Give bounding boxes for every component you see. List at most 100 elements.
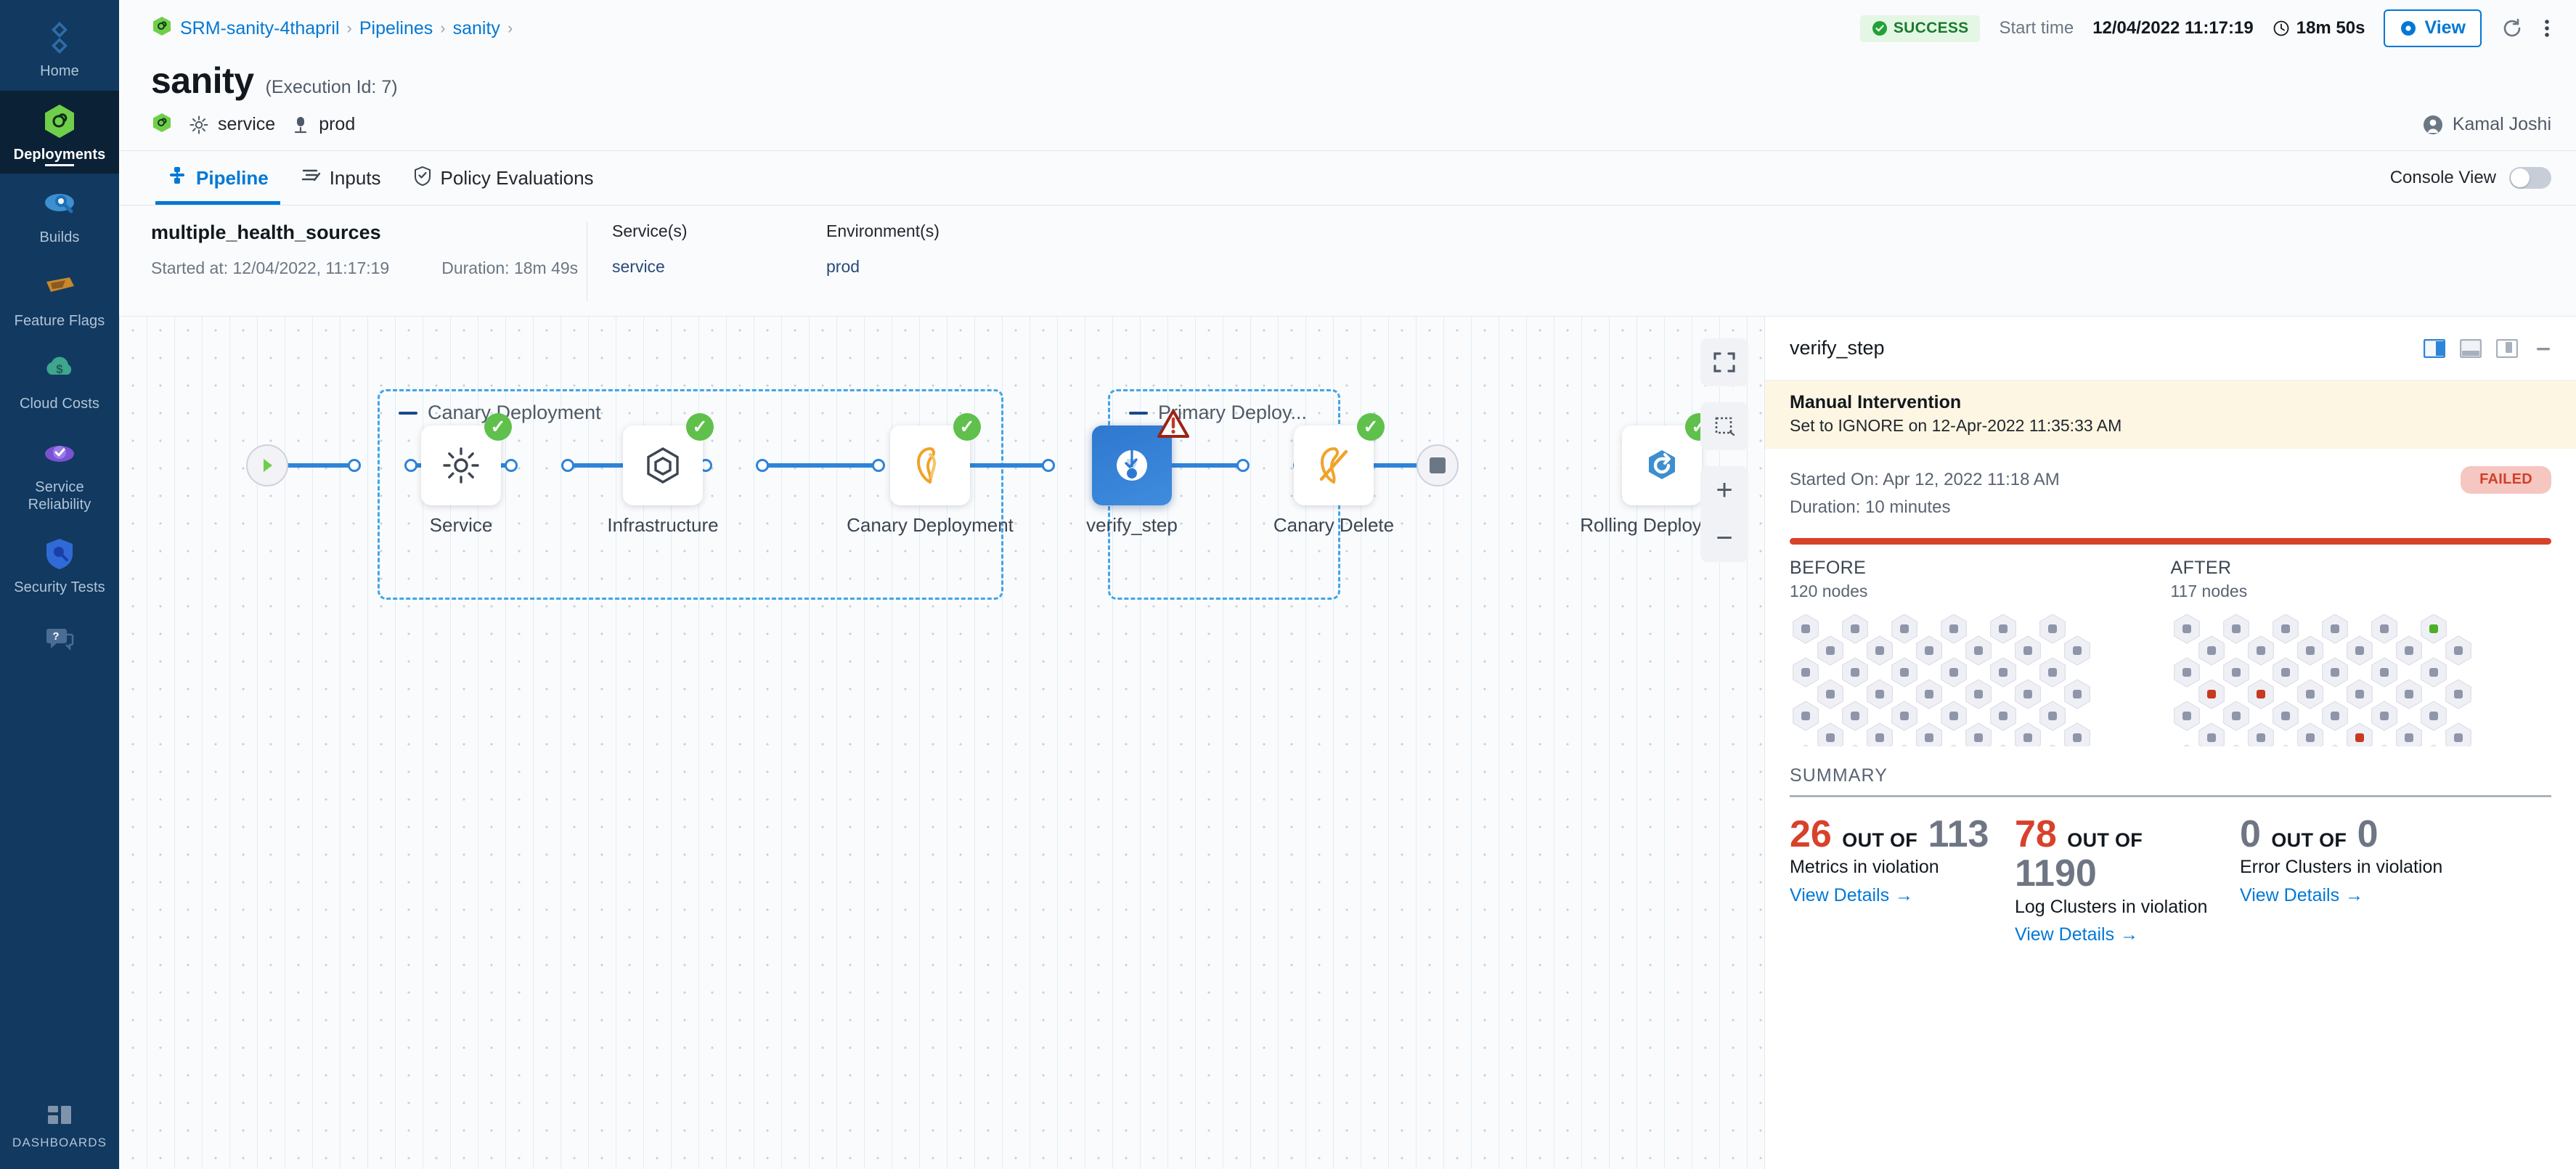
group-label[interactable]: Primary Deploy... bbox=[1129, 402, 1307, 424]
execution-summary-strip: multiple_health_sources Started at: 12/0… bbox=[119, 205, 2576, 316]
user-name: Kamal Joshi bbox=[2452, 114, 2551, 134]
tab-label: Pipeline bbox=[196, 166, 269, 189]
refresh-icon[interactable] bbox=[2500, 17, 2524, 40]
sidebar-item-cloud-costs[interactable]: $ Cloud Costs bbox=[0, 340, 119, 423]
collapse-icon[interactable] bbox=[399, 411, 417, 415]
env-chip[interactable]: prod bbox=[291, 114, 355, 135]
stat-error-clusters: 0 OUT OF 0 Error Clusters in violation V… bbox=[2240, 814, 2458, 946]
stage-duration: Duration: 18m 49s bbox=[441, 258, 579, 277]
selection-box-icon[interactable] bbox=[1700, 402, 1748, 450]
more-vertical-icon[interactable] bbox=[2543, 17, 2551, 40]
breadcrumb-item-pipelines[interactable]: Pipelines bbox=[359, 17, 433, 38]
status-success-icon: ✓ bbox=[484, 413, 512, 441]
view-details-label: View Details bbox=[2015, 924, 2115, 945]
edge-verify-delete bbox=[935, 463, 1048, 468]
environments-header: Environment(s) bbox=[826, 221, 939, 240]
sidebar-item-label: Cloud Costs bbox=[19, 396, 100, 412]
sidebar-item-security-tests[interactable]: Security Tests bbox=[0, 524, 119, 607]
arrow-right-icon: → bbox=[2120, 924, 2139, 945]
node-box[interactable] bbox=[890, 425, 970, 505]
sidebar-item-home[interactable]: Home bbox=[0, 7, 119, 91]
view-details-link-error-clusters[interactable]: View Details → bbox=[2240, 885, 2363, 906]
breadcrumb: SRM-sanity-4thapril › Pipelines › sanity… bbox=[151, 15, 513, 42]
node-label: Canary Delete bbox=[1273, 514, 1395, 536]
panel-bottom-icon[interactable] bbox=[2459, 338, 2482, 358]
stat-value: 78 bbox=[2015, 812, 2057, 855]
group-label-text: Primary Deploy... bbox=[1158, 402, 1308, 423]
fit-to-screen-icon[interactable] bbox=[1700, 338, 1748, 386]
console-view-toggle[interactable]: Console View bbox=[2390, 151, 2576, 205]
stat-value: 26 bbox=[1790, 812, 1832, 855]
panel-layout-actions bbox=[2423, 338, 2554, 358]
sidebar-item-feature-flags[interactable]: Feature Flags bbox=[0, 257, 119, 341]
stage-summary: multiple_health_sources Started at: 12/0… bbox=[151, 221, 587, 278]
sidebar-item-label: Service Reliability bbox=[28, 478, 91, 513]
user-info[interactable]: Kamal Joshi bbox=[2422, 114, 2551, 136]
sidebar-item-dashboards[interactable]: DASHBOARDS bbox=[0, 1088, 119, 1169]
check-circle-icon bbox=[1872, 20, 1887, 36]
panel-float-icon[interactable] bbox=[2495, 338, 2519, 358]
console-view-switch[interactable] bbox=[2509, 167, 2551, 189]
status-success-icon: ✓ bbox=[953, 413, 981, 441]
group-canary-deployment[interactable]: Canary Deployment bbox=[378, 389, 1003, 600]
stat-metrics: 26 OUT OF 113 Metrics in violation View … bbox=[1790, 812, 2008, 946]
console-view-label: Console View bbox=[2389, 168, 2496, 187]
before-hex-grid[interactable] bbox=[1790, 614, 2138, 746]
connector-dot bbox=[872, 459, 885, 472]
service-reliability-icon bbox=[41, 435, 78, 473]
stage-started-at: Started at: 12/04/2022, 11:17:19 bbox=[151, 258, 390, 277]
home-grid-icon bbox=[41, 19, 78, 57]
sidebar-item-label: Security Tests bbox=[14, 579, 105, 596]
status-success-icon: ✓ bbox=[1357, 413, 1385, 441]
panel-body: Started On: Apr 12, 2022 11:18 AM Durati… bbox=[1765, 449, 2576, 1169]
tab-pipeline[interactable]: Pipeline bbox=[151, 151, 285, 205]
tab-policy-evaluations[interactable]: Policy Evaluations bbox=[397, 151, 610, 205]
manual-intervention-title: Manual Intervention bbox=[1790, 392, 1962, 412]
environment-icon bbox=[295, 116, 307, 133]
edge-delete-rolling bbox=[1105, 463, 1243, 468]
dashboards-grid-icon bbox=[41, 1100, 78, 1129]
start-time-value: 12/04/2022 11:17:19 bbox=[2092, 18, 2254, 38]
node-box[interactable] bbox=[421, 425, 501, 505]
after-hex-grid[interactable] bbox=[2171, 614, 2519, 746]
breadcrumb-row: SRM-sanity-4thapril › Pipelines › sanity… bbox=[119, 0, 2576, 57]
group-label[interactable]: Canary Deployment bbox=[399, 402, 601, 424]
node-box[interactable] bbox=[1622, 425, 1702, 505]
breadcrumb-item-sanity[interactable]: sanity bbox=[452, 17, 500, 38]
pipeline-end-node[interactable] bbox=[1417, 444, 1459, 486]
stop-icon bbox=[1430, 457, 1446, 473]
sidebar-item-builds[interactable]: Builds bbox=[0, 174, 119, 257]
sidebar-item-service-reliability[interactable]: Service Reliability bbox=[0, 423, 119, 524]
stat-log-clusters: 78 OUT OF 1190 Log Clusters in violation… bbox=[2015, 812, 2233, 946]
before-header: BEFORE bbox=[1790, 557, 1867, 578]
view-details-link-log-clusters[interactable]: View Details → bbox=[2015, 924, 2138, 945]
verify-step-icon bbox=[1117, 449, 1147, 481]
node-box[interactable] bbox=[1294, 425, 1374, 505]
tab-inputs[interactable]: Inputs bbox=[285, 151, 397, 205]
after-node-count: 117 nodes bbox=[2170, 581, 2248, 600]
manual-intervention-banner: Manual Intervention Set to IGNORE on 12-… bbox=[1765, 380, 2576, 449]
minimize-icon[interactable] bbox=[2532, 339, 2554, 358]
node-box[interactable] bbox=[1092, 425, 1172, 505]
view-details-link-metrics[interactable]: View Details → bbox=[1790, 885, 1913, 906]
failed-badge: FAILED bbox=[2461, 466, 2551, 494]
play-icon bbox=[264, 459, 272, 472]
sidebar-item-deployments[interactable]: Deployments bbox=[0, 90, 119, 174]
collapse-icon[interactable] bbox=[1129, 411, 1148, 415]
environments-value[interactable]: prod bbox=[826, 257, 860, 276]
view-button[interactable]: View bbox=[2384, 9, 2482, 47]
zoom-in-icon[interactable]: + bbox=[1716, 473, 1733, 506]
connector-dot bbox=[505, 459, 518, 472]
zoom-out-icon[interactable]: − bbox=[1716, 521, 1733, 554]
sidebar-item-help[interactable]: ? bbox=[0, 607, 119, 667]
panel-right-icon[interactable] bbox=[2423, 338, 2446, 358]
eye-icon bbox=[2401, 20, 2416, 36]
step-details-panel: verify_step bbox=[1764, 317, 2576, 1169]
pipeline-start-node[interactable] bbox=[246, 444, 288, 486]
breadcrumb-item-project[interactable]: SRM-sanity-4thapril bbox=[180, 17, 340, 38]
service-chip[interactable]: service bbox=[189, 114, 275, 135]
services-value[interactable]: service bbox=[612, 257, 665, 276]
pipeline-canvas[interactable]: + − Canary Deployment bbox=[119, 317, 1764, 1169]
node-box[interactable] bbox=[623, 425, 703, 505]
view-details-label: View Details bbox=[1790, 884, 1890, 905]
